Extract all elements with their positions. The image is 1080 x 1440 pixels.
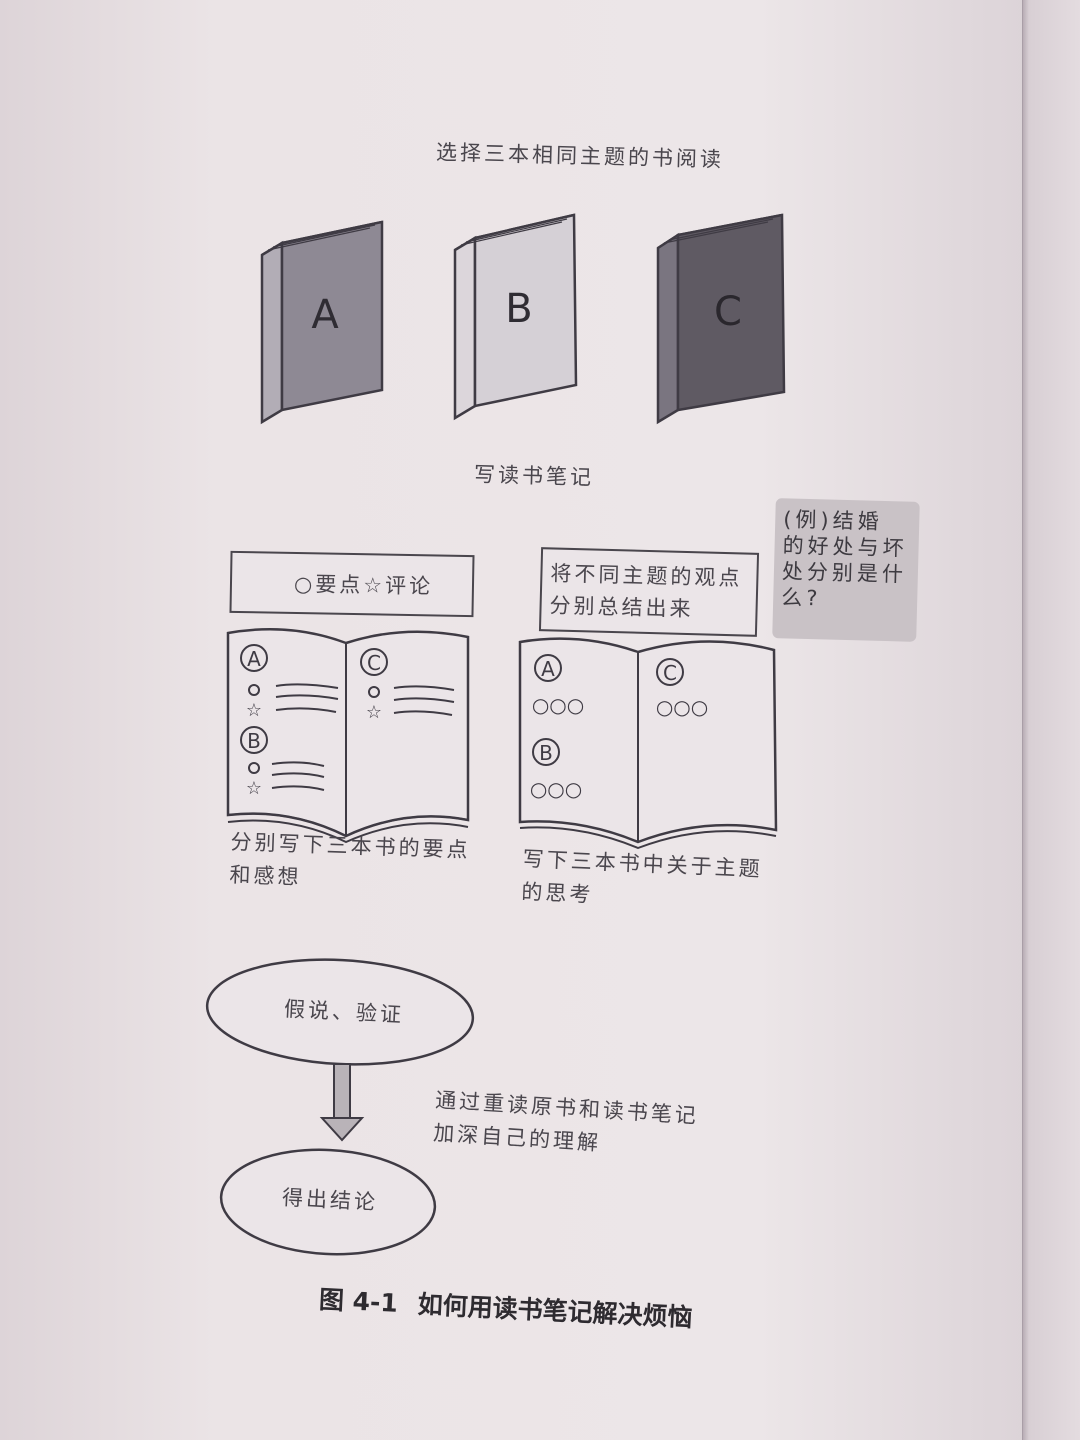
left-notebook: A ☆ B ☆ C ☆ xyxy=(226,627,470,844)
right-page-b-mark: B xyxy=(539,741,553,765)
page-edge xyxy=(1022,0,1080,1440)
flow-bottom-label: 得出结论 xyxy=(281,1185,379,1215)
book-c: C xyxy=(656,213,786,425)
book-a-letter: A xyxy=(311,292,339,338)
star-mark: ☆ xyxy=(246,778,262,799)
left-notebook-caption: 分别写下三本书的要点 和感想 xyxy=(229,829,471,890)
book-b-letter: B xyxy=(505,286,532,332)
right-page-a-mark: A xyxy=(541,657,555,681)
right-notebook: A ○○○ B ○○○ C ○○○ xyxy=(518,637,778,850)
flow-diagram xyxy=(205,958,475,1256)
left-note-box: ○要点☆评论 xyxy=(229,550,475,618)
flow-top-label: 假说、验证 xyxy=(283,996,405,1028)
book-b: B xyxy=(453,213,578,421)
example-note-text: (例)结婚 的好处与坏 处分别是什 么? xyxy=(780,507,908,611)
star-mark: ☆ xyxy=(366,702,382,723)
right-page-c-circles: ○○○ xyxy=(656,695,708,719)
right-page-c-mark: C xyxy=(663,661,677,685)
step2-title: 写读书笔记 xyxy=(473,462,595,490)
left-page-b-mark: B xyxy=(247,729,261,753)
book-c-letter: C xyxy=(714,289,742,335)
right-page-b-circles: ○○○ xyxy=(530,777,582,801)
book-a: A xyxy=(260,220,384,425)
star-mark: ☆ xyxy=(246,700,262,721)
left-note-box-text: ○要点☆评论 xyxy=(293,571,434,599)
right-note-box: 将不同主题的观点 分别总结出来 xyxy=(538,547,760,637)
right-page-a-circles: ○○○ xyxy=(532,693,584,717)
right-note-box-text: 将不同主题的观点 分别总结出来 xyxy=(549,561,743,622)
right-notebook-caption: 写下三本书中关于主题 的思考 xyxy=(520,846,764,907)
example-note: (例)结婚 的好处与坏 处分别是什 么? xyxy=(772,498,920,642)
left-page-a-mark: A xyxy=(247,647,261,671)
figure-number: 图 4-1 xyxy=(318,1284,399,1318)
left-page-c-mark: C xyxy=(367,651,381,675)
